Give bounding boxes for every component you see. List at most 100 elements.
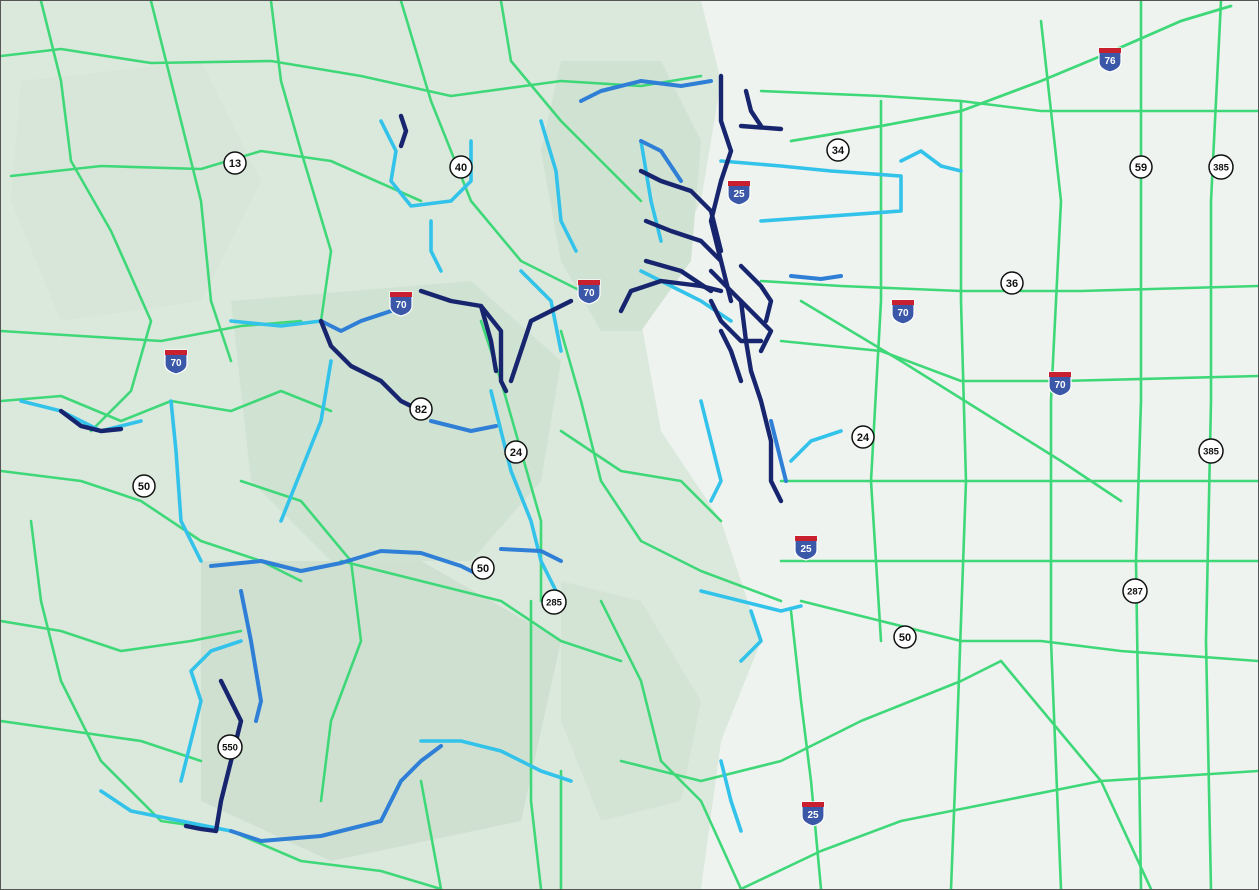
us-shield-50-west[interactable]: 50: [132, 474, 156, 498]
us-shield-13[interactable]: 13: [223, 151, 247, 175]
road-segment: [699, 589, 803, 613]
interstate-shield-76[interactable]: 76: [1098, 47, 1122, 73]
interstate-shield-25-north[interactable]: 25: [727, 180, 751, 206]
road-segment: [499, 547, 563, 563]
road-segment: [319, 309, 393, 333]
road-segment: [799, 599, 1258, 663]
us-highway-shields: 13 40 34 59 385 36 82 24: [132, 138, 1234, 760]
shield-badge: [409, 397, 433, 421]
interstate-shield-70-mountain[interactable]: 70: [577, 279, 601, 305]
road-segment: [789, 4, 1233, 143]
road-segment: [478, 303, 499, 374]
us-shield-385-south[interactable]: 385: [1198, 438, 1224, 464]
us-shield-59[interactable]: 59: [1129, 155, 1153, 179]
shield-label: 25: [733, 189, 745, 200]
interstate-shield-badge: [794, 535, 818, 561]
shield-label: 40: [455, 162, 467, 174]
road-segment: [899, 149, 963, 173]
road-condition-light: [19, 119, 963, 833]
shield-label: 70: [395, 300, 407, 311]
road-segment: [1134, 1, 1143, 889]
road-segment: [559, 429, 723, 523]
mountain-terrain-sangre: [561, 581, 701, 821]
road-segment: [699, 399, 723, 503]
interstate-shield-70-far-east[interactable]: 70: [1048, 371, 1072, 397]
road-segment: [169, 399, 203, 563]
road-segment: [179, 639, 243, 783]
us-shield-24-east[interactable]: 24: [851, 425, 875, 449]
interstate-shield-70-east[interactable]: 70: [891, 299, 915, 325]
interstate-shield-top: [1049, 372, 1071, 377]
road-segment: [229, 744, 443, 843]
road-segment: [269, 1, 333, 323]
us-shield-50-central[interactable]: 50: [471, 556, 495, 580]
road-segment: [39, 1, 153, 433]
shield-badge: [1000, 271, 1024, 295]
road-segment: [999, 659, 1153, 889]
us-shield-24-central[interactable]: 24: [504, 440, 528, 464]
road-segment: [619, 659, 1003, 783]
road-segment: [529, 599, 543, 889]
road-segment: [643, 258, 714, 294]
us-shield-34[interactable]: 34: [826, 138, 850, 162]
shield-label: 24: [857, 432, 870, 444]
road-segment: [1, 619, 243, 653]
us-shield-287[interactable]: 287: [1122, 578, 1148, 604]
interstate-shield-25-south[interactable]: 25: [794, 535, 818, 561]
shield-label: 70: [1054, 380, 1066, 391]
shield-label: 550: [222, 743, 238, 754]
us-shield-40[interactable]: 40: [449, 155, 473, 179]
us-shield-50-east[interactable]: 50: [893, 625, 917, 649]
shield-label: 70: [897, 308, 909, 319]
us-shield-82[interactable]: 82: [409, 397, 433, 421]
shield-badge: [223, 151, 247, 175]
interstate-shield-badge: [801, 801, 825, 827]
road-segment: [1, 47, 703, 98]
mountain-terrain-central: [231, 281, 561, 561]
shield-label: 50: [899, 632, 911, 644]
road-segment: [643, 218, 724, 264]
road-segment: [638, 168, 724, 254]
road-segment: [579, 79, 713, 103]
road-segment: [29, 519, 233, 833]
road-segment: [718, 328, 744, 384]
shield-badge: [541, 589, 567, 615]
road-segment: [519, 269, 563, 353]
road-segment: [738, 263, 774, 324]
shield-badge: [217, 734, 243, 760]
shield-label: 285: [546, 598, 563, 609]
interstate-shield-70-far-west[interactable]: 70: [164, 349, 188, 375]
road-segment: [949, 99, 968, 889]
us-shield-285[interactable]: 285: [541, 589, 567, 615]
us-shield-550[interactable]: 550: [217, 734, 243, 760]
road-segment: [719, 159, 903, 223]
shield-label: 25: [800, 544, 812, 555]
interstate-shield-top: [728, 181, 750, 186]
road-segment: [789, 609, 823, 889]
shield-label: 50: [138, 481, 150, 493]
interstate-76: [789, 4, 1233, 143]
shield-label: 59: [1135, 162, 1147, 174]
interstate-shield-25-far-south[interactable]: 25: [801, 801, 825, 827]
road-segment: [539, 119, 578, 253]
road-segment: [279, 359, 333, 523]
road-segment: [738, 298, 784, 504]
us-shield-385-north[interactable]: 385: [1208, 154, 1234, 180]
shield-label: 34: [832, 145, 845, 157]
shield-label: 36: [1006, 278, 1018, 290]
plateau-terrain-northwest: [11, 61, 261, 321]
road-segment: [183, 823, 219, 834]
road-segment: [229, 319, 323, 328]
road-condition-dark: [58, 73, 784, 834]
interstate-shield-badge: [164, 349, 188, 375]
shield-label: 50: [477, 563, 489, 575]
shield-badge: [449, 155, 473, 179]
road-segment: [708, 298, 764, 344]
road-segment: [99, 789, 233, 833]
shield-label: 385: [1213, 163, 1230, 174]
us-shield-36[interactable]: 36: [1000, 271, 1024, 295]
interstate-shield-70-west[interactable]: 70: [389, 291, 413, 317]
road-segment: [789, 274, 843, 281]
